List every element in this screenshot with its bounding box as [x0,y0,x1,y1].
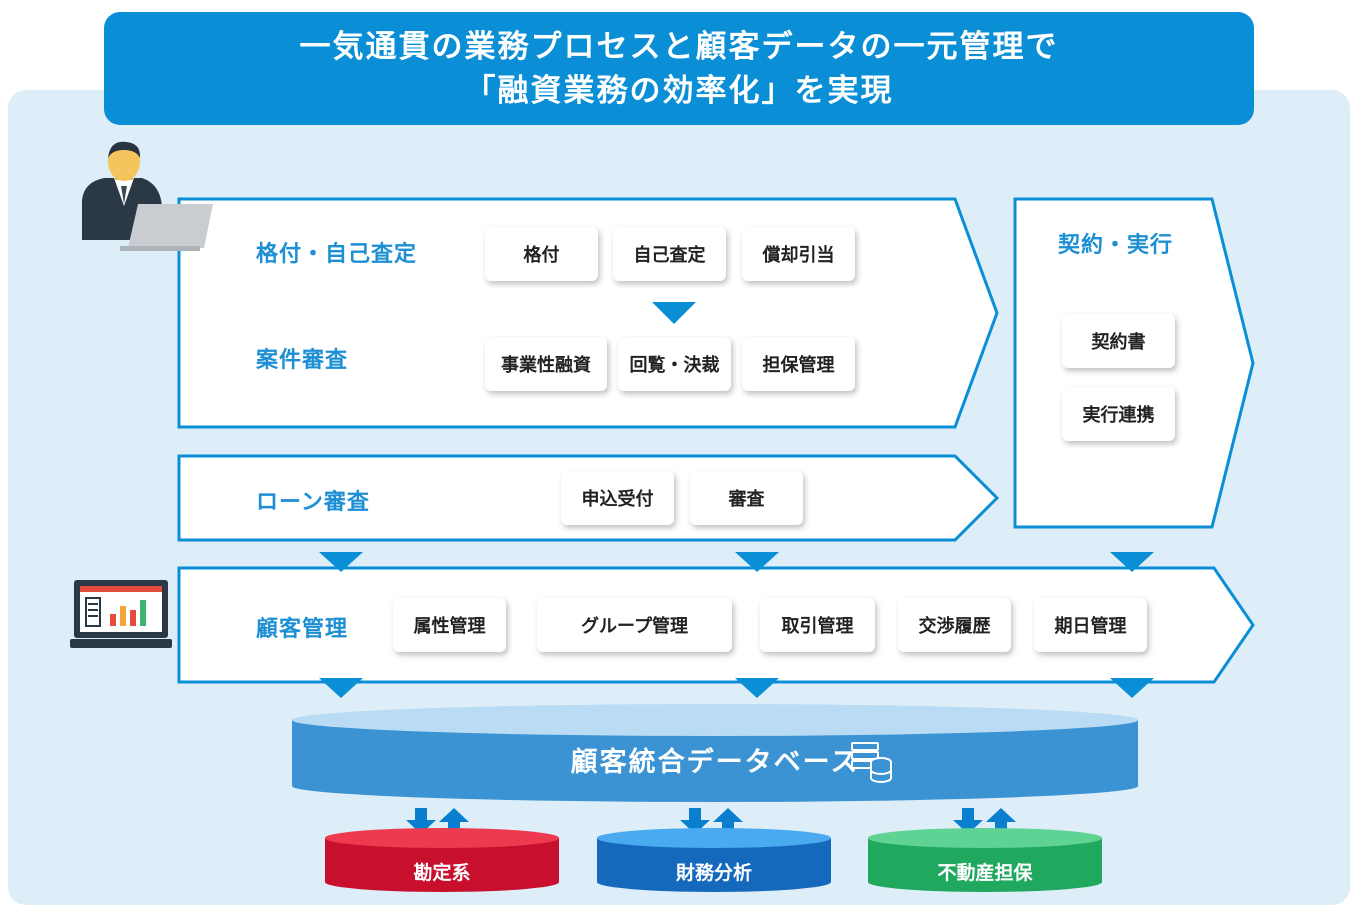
sync-arrows-right [953,808,1016,834]
down-arrow-icon [1110,678,1154,698]
section-label-customer: 顧客管理 [256,617,349,642]
section-label-rating: 格付・自己査定 [256,242,418,267]
chip-business-loan[interactable]: 事業性融資 [485,337,607,391]
up-arrow-icon [439,808,469,834]
down-arrow-icon [680,808,710,834]
db-realestate-label: 不動産担保 [937,862,1033,884]
title-banner: 一気通貫の業務プロセスと顧客データの一元管理で 「融資業務の効率化」を実現 [104,12,1254,125]
section-label-contract: 契約・実行 [1058,233,1174,258]
businessman-laptop-icon [82,141,213,251]
db-accounting [325,828,559,892]
up-arrow-icon [713,808,743,834]
up-arrow-icon [986,808,1016,834]
chip-approval[interactable]: 回覧・決裁 [618,337,731,391]
chip-attributes[interactable]: 属性管理 [393,598,506,652]
db-financial-label: 財務分析 [675,862,752,884]
db-financial [597,828,831,892]
chip-collateral[interactable]: 担保管理 [742,337,855,391]
chip-application[interactable]: 申込受付 [561,471,674,525]
chip-transaction[interactable]: 取引管理 [760,598,875,652]
sync-arrows [406,808,1016,834]
monitor-chart-icon [70,580,172,648]
down-arrow-icon [953,808,983,834]
sync-arrows-left [406,808,469,834]
chip-group[interactable]: グループ管理 [537,598,732,652]
title-line-2: 「融資業務の効率化」を実現 [464,72,894,109]
chip-write-off[interactable]: 償却引当 [742,227,855,281]
down-arrow-icon [735,678,779,698]
down-arrow-icon [319,678,363,698]
database-label: 顧客統合データベース [570,747,860,778]
integrated-database [292,704,1138,802]
chip-execution[interactable]: 実行連携 [1062,387,1175,441]
database-server-icon [851,742,892,783]
down-arrow-icon [1110,552,1154,572]
down-arrow-icon [735,552,779,572]
section-label-loan-review: ローン審査 [256,490,370,515]
title-line-1: 一気通貫の業務プロセスと顧客データの一元管理で [299,28,1059,65]
chip-contract[interactable]: 契約書 [1062,314,1175,368]
chip-due-date[interactable]: 期日管理 [1034,598,1147,652]
flow-triangles [319,552,1154,698]
chip-rating[interactable]: 格付 [485,227,598,281]
sync-arrows-middle [680,808,743,834]
down-arrow-icon [406,808,436,834]
chip-self-assessment[interactable]: 自己査定 [613,227,726,281]
down-triangle-icon [652,302,696,324]
chip-review[interactable]: 審査 [690,471,803,525]
db-accounting-label: 勘定系 [413,862,471,884]
db-realestate [868,828,1102,892]
down-arrow-icon [319,552,363,572]
chip-negotiation[interactable]: 交渉履歴 [898,598,1011,652]
section-label-case-review: 案件審査 [256,348,349,373]
